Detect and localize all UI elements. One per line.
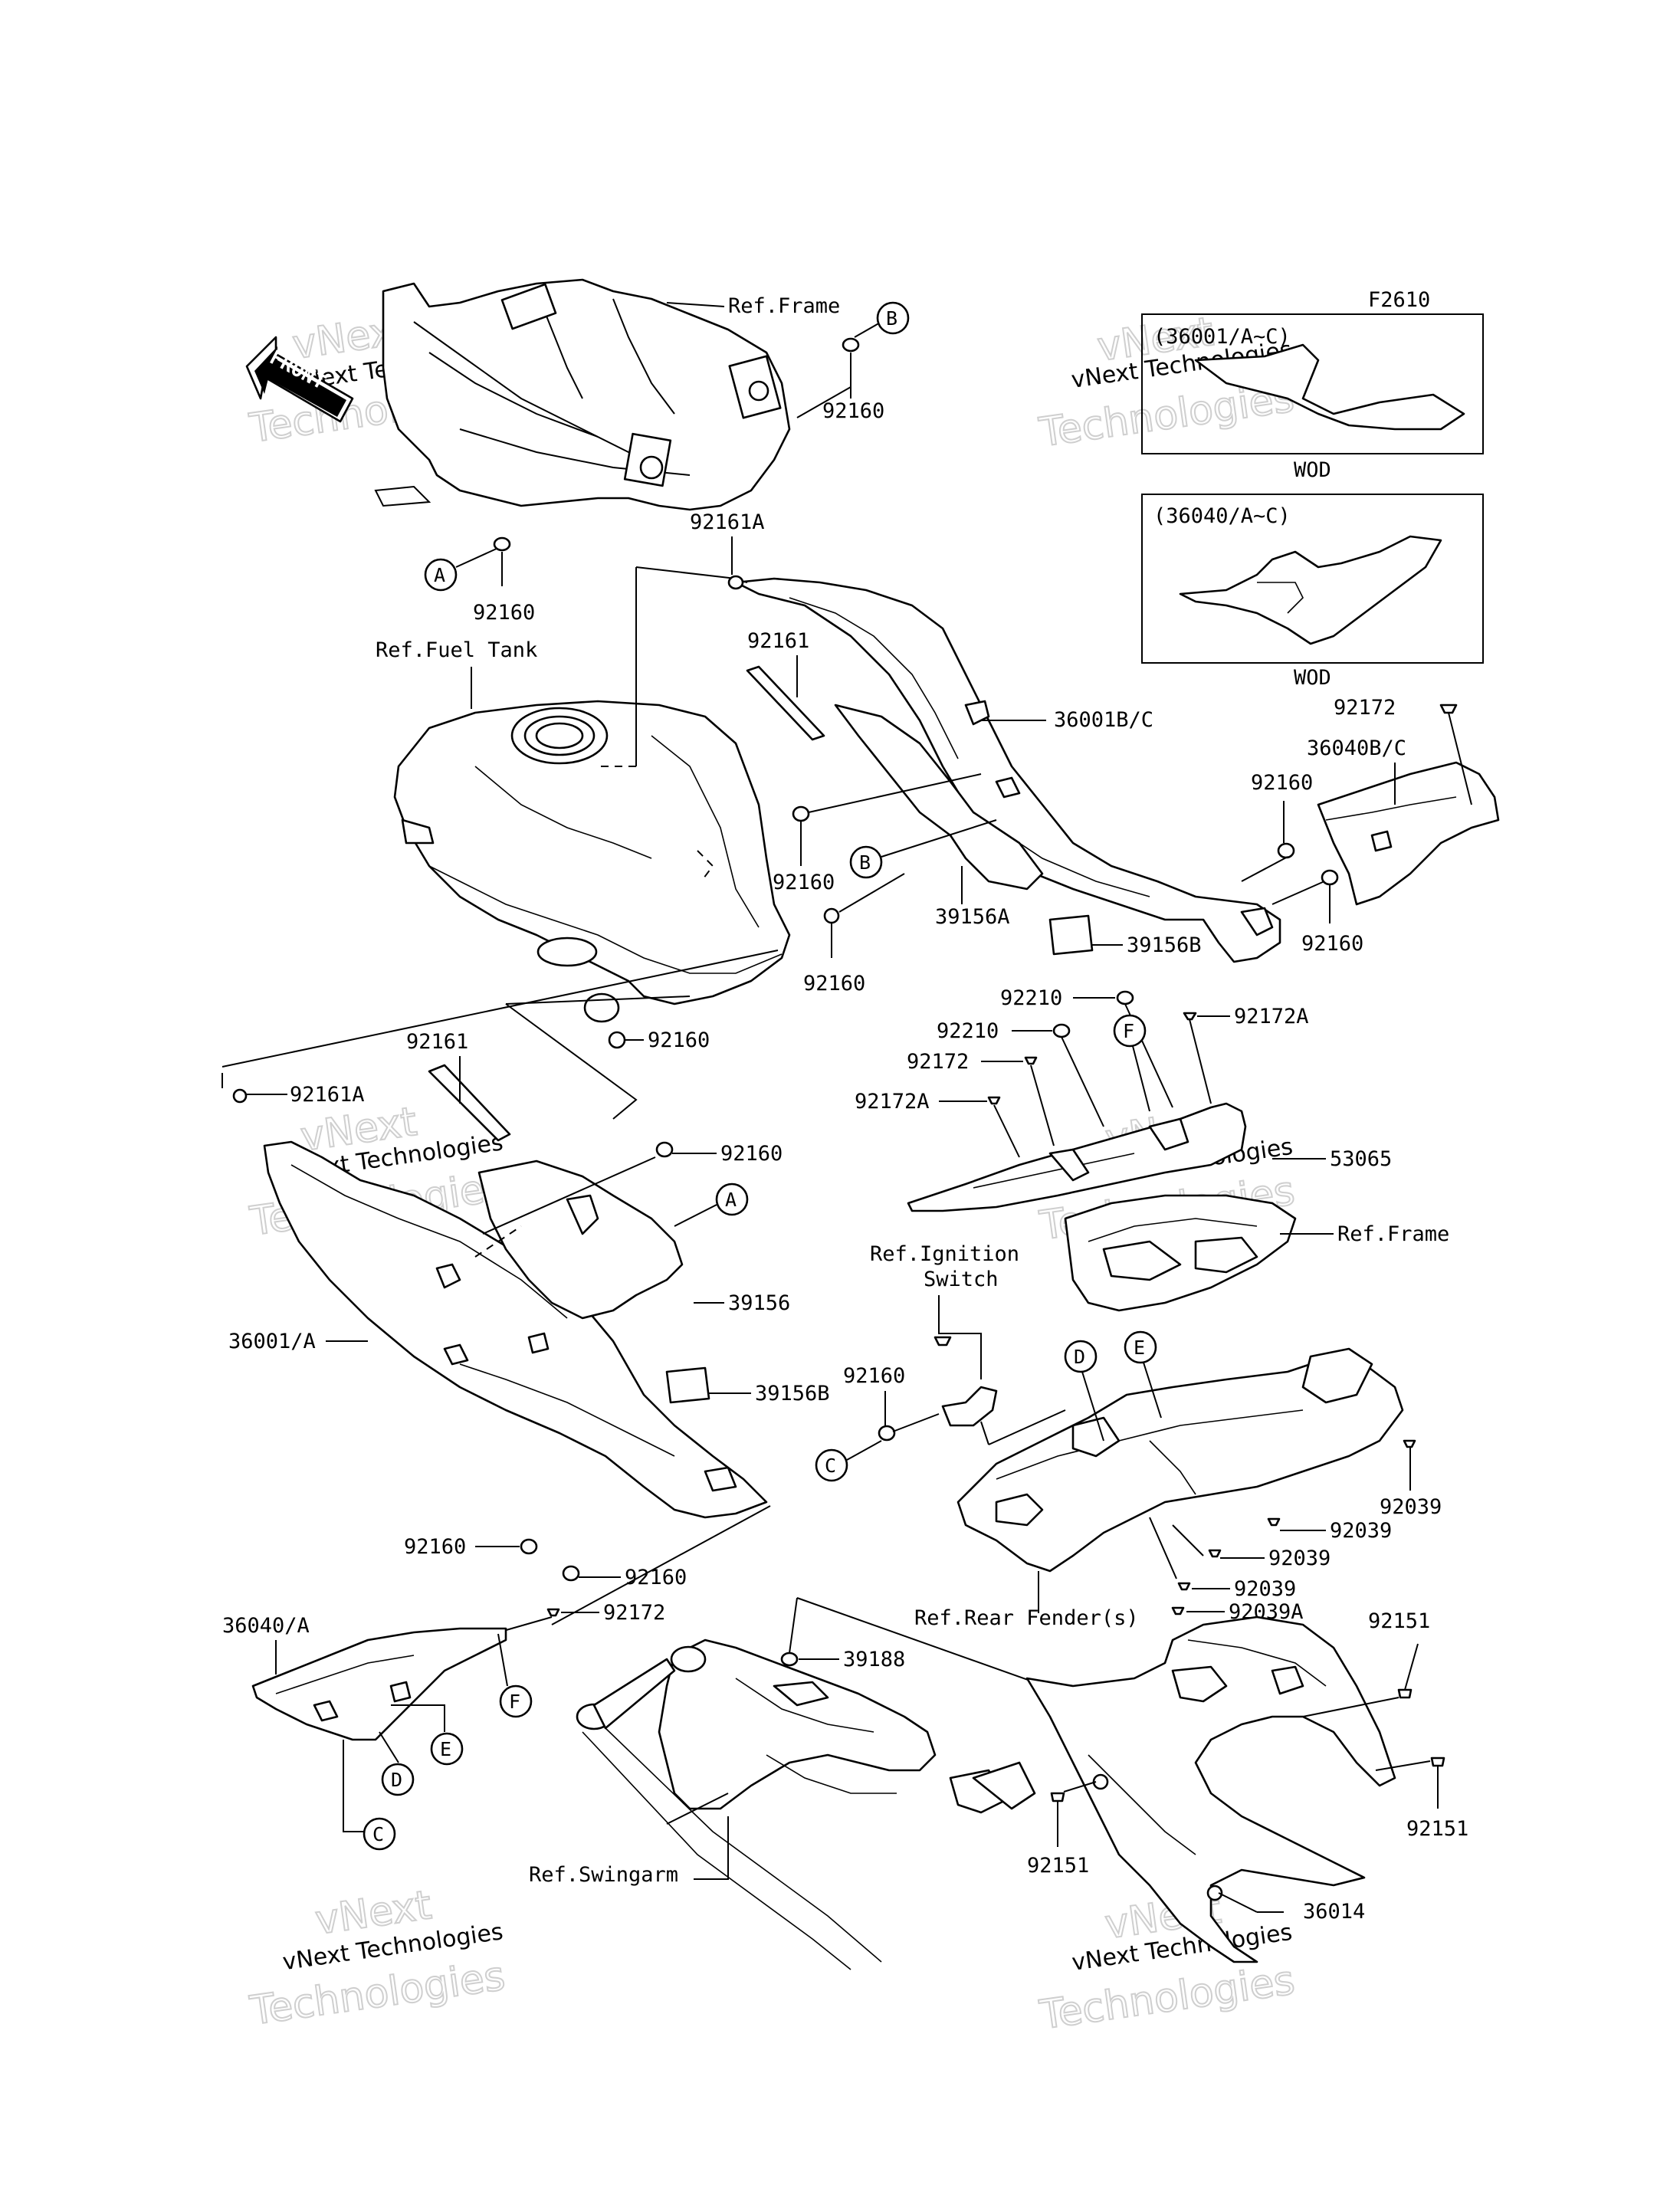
part-39156: 39156 [728,1291,790,1315]
svg-text:C: C [825,1455,836,1477]
svg-text:F: F [1123,1020,1134,1042]
inset-code-36040: (36040/A~C) [1153,504,1291,528]
part-92151-1: 92151 [1368,1609,1430,1633]
front-arrow-icon: FRONT [245,336,354,423]
swingarm-drawing [576,1638,1036,1970]
ref-rear-fender: Ref.Rear Fender(s) [914,1606,1139,1630]
part-36040A: 36040/A [222,1614,310,1638]
watermark-bottom-left: vNext vNext Technologies Technologies [246,1881,508,2035]
callout-c-mid: C [815,1440,882,1482]
svg-text:D: D [391,1769,402,1791]
inset-box-36040 [1141,494,1484,664]
svg-text:E: E [1134,1337,1145,1359]
sticker-39156b-right [1048,914,1094,956]
svg-text:C: C [372,1823,384,1845]
liner-39156 [477,1160,684,1320]
left-cowl-36001a [263,1140,768,1519]
ref-swingarm: Ref.Swingarm [529,1863,678,1887]
svg-text:A: A [434,564,445,586]
svg-text:A: A [725,1189,737,1211]
callout-a-mid: A [674,1183,749,1227]
ref-frame-top: Ref.Frame [728,294,840,318]
part-92160-left1: 92160 [720,1142,783,1166]
callout-f-top: F [1113,1014,1150,1112]
inset-code-36001: (36001/A~C) [1153,325,1291,349]
strip-92161-left [428,1064,511,1142]
part-92161A-top: 92161A [690,510,765,534]
part-92160-mid2: 92160 [803,972,865,996]
ref-fuel-tank: Ref.Fuel Tank [376,638,537,662]
part-92039-1: 92039 [1380,1495,1442,1519]
part-92160-r2: 92160 [1301,932,1363,956]
part-92151-3: 92151 [1027,1854,1089,1878]
ref-ignition-2: Switch [924,1268,999,1291]
sticker-39156b-left [665,1366,710,1404]
part-92160-a: 92160 [473,601,535,625]
callout-e-low: E [430,1732,464,1766]
part-92161-top: 92161 [747,629,809,653]
part-92172-right: 92172 [1334,696,1396,720]
liner-39156a [834,704,1044,891]
svg-text:D: D [1074,1346,1085,1368]
part-36001BC: 36001B/C [1054,708,1153,732]
svg-text:E: E [440,1738,451,1760]
callout-b-top: B [854,301,910,338]
part-92160-low1: 92160 [404,1535,466,1559]
rear-hugger-36014 [1025,1615,1396,1963]
fuel-tank-drawing [393,700,791,1023]
part-92039-4: 92039 [1234,1577,1296,1601]
part-36014: 36014 [1303,1900,1365,1924]
strip-92161-top [746,665,825,741]
part-92160-tank: 92160 [648,1028,710,1052]
part-92172A-a: 92172A [1234,1005,1309,1028]
svg-text:F: F [509,1691,520,1713]
part-92160-r1: 92160 [1251,771,1313,795]
part-36040BC: 36040B/C [1307,736,1406,760]
right-cowl-36001bc [734,577,1281,963]
svg-text:B: B [859,851,871,874]
part-39156A: 39156A [935,905,1010,929]
part-92160-top: 92160 [822,399,884,423]
callout-e-mid: E [1124,1330,1162,1419]
part-39156B-right: 39156B [1127,933,1202,957]
part-39156B-left: 39156B [755,1382,830,1406]
callout-f-low: F [499,1684,533,1718]
inset-caption-36040: WOD [1294,666,1331,690]
callout-c-low: C [363,1817,396,1851]
inset-caption-36001: WOD [1294,458,1331,482]
part-92172A-b: 92172A [855,1090,930,1114]
subframe-53065 [907,1102,1297,1312]
callout-d-low: D [381,1763,415,1796]
part-92039-2: 92039 [1330,1519,1392,1543]
part-92161-left: 92161 [406,1030,468,1054]
inset-box-36001 [1141,313,1484,454]
part-92161A-left: 92161A [290,1083,365,1107]
part-92160-c: 92160 [843,1364,905,1388]
svg-text:B: B [886,307,897,330]
part-92160-mid1: 92160 [773,871,835,894]
part-92172-b: 92172 [907,1050,969,1074]
ref-frame-mid: Ref.Frame [1337,1222,1449,1246]
rear-fender-drawing [956,1347,1404,1573]
part-92172-low: 92172 [603,1601,665,1625]
part-92210-b: 92210 [937,1019,999,1043]
callout-a-top: A [424,547,499,592]
part-53065: 53065 [1330,1147,1392,1171]
left-tail-36040a [251,1627,507,1741]
callout-b-mid: B [849,819,997,879]
part-92160-low2: 92160 [625,1566,687,1589]
part-92039-3: 92039 [1268,1547,1331,1570]
right-tail-36040bc [1317,761,1500,906]
part-39188: 39188 [843,1648,905,1671]
part-92210-a: 92210 [1000,986,1062,1010]
ignition-bracket [941,1386,998,1427]
part-36001A: 36001/A [228,1330,316,1353]
ref-ignition-1: Ref.Ignition [870,1242,1019,1266]
part-92151-2: 92151 [1406,1817,1468,1841]
frame-top-drawing [374,278,851,511]
callout-d-mid: D [1064,1340,1104,1442]
diagram-code: F2610 [1368,288,1430,312]
